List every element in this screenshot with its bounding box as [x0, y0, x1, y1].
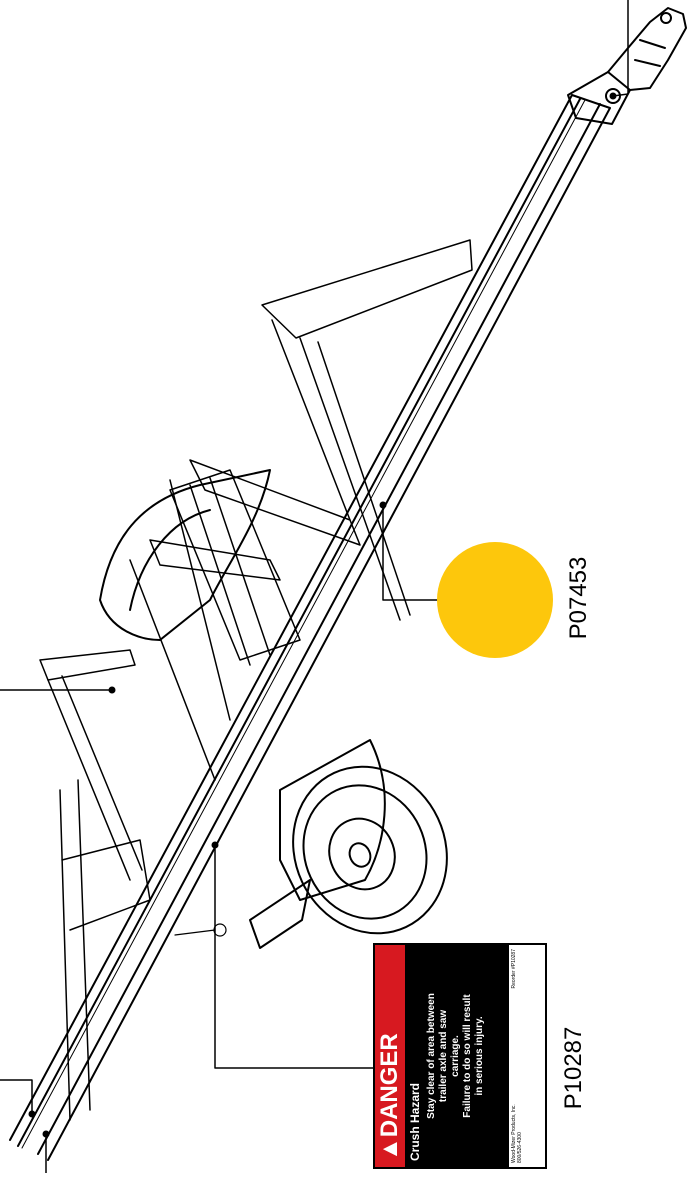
yellow-decal-circle [437, 542, 553, 658]
danger-decal-part-number: P10287 [560, 1026, 587, 1110]
leader-yellow-decal [382, 504, 439, 601]
leader-danger-decal [214, 844, 374, 1069]
decal-hazard: Crush Hazard [408, 1082, 422, 1161]
lower-fender [249, 739, 386, 949]
decal-line-2: trailer axle and saw [438, 1009, 449, 1103]
upper-fender [99, 469, 271, 641]
leader-lower-left [0, 1079, 33, 1115]
decal-signal-word: ▲DANGER [375, 945, 405, 1167]
decal-line-5: in serious injury. [474, 1016, 485, 1096]
safety-chain [174, 923, 227, 937]
carriage-assembly [169, 469, 301, 666]
decal-message: Crush Hazard Stay clear of area between … [405, 945, 509, 1167]
warning-triangle-icon: ▲ [376, 1137, 403, 1161]
decal-line-4: Failure to do so will result [462, 994, 473, 1118]
lower-wheel [292, 765, 448, 935]
decal-footer: Wood-Mizer Products, Inc. 800/526-4300 R… [509, 945, 545, 1167]
decal-reorder: Reorder #P10287 [511, 949, 517, 989]
hitch [567, 7, 687, 125]
decal-line-1: Stay clear of area between [426, 993, 437, 1119]
yellow-decal-part-number: P07453 [565, 556, 592, 640]
callout-leaders [0, 0, 629, 1174]
leader-hitch [612, 0, 629, 97]
callout-dots [28, 92, 617, 1138]
danger-decal: ▲DANGER Crush Hazard Stay clear of area … [373, 943, 547, 1169]
decal-phone: 800/526-4300 [517, 1132, 523, 1163]
decal-line-3: carriage. [450, 1035, 461, 1077]
